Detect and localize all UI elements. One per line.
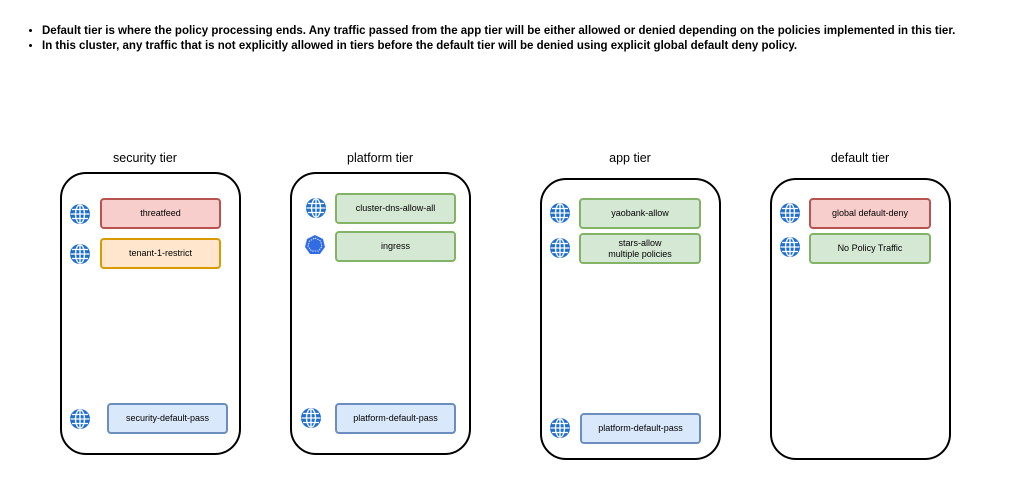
policy-global-default-deny[interactable]: global default-deny <box>809 198 931 229</box>
policy-platform-default-pass[interactable]: platform-default-pass <box>580 413 701 444</box>
tier-title-platform: platform tier <box>347 151 413 165</box>
globe-icon <box>300 407 322 429</box>
note-item: Default tier is where the policy process… <box>42 24 955 39</box>
policy-ingress[interactable]: ingress <box>335 231 456 262</box>
globe-icon <box>549 417 571 439</box>
globe-icon <box>779 202 801 224</box>
policy-no-policy-traffic[interactable]: No Policy Traffic <box>809 233 931 264</box>
globe-icon <box>69 243 91 265</box>
policy-yaobank-allow[interactable]: yaobank-allow <box>579 198 701 229</box>
globe-icon <box>549 237 571 259</box>
policy-stars-allow[interactable]: stars-allow multiple policies <box>579 233 701 264</box>
globe-icon <box>779 236 801 258</box>
tier-title-default: default tier <box>830 151 890 165</box>
notes-list: Default tier is where the policy process… <box>22 24 955 54</box>
policy-cluster-dns-allow-all[interactable]: cluster-dns-allow-all <box>335 193 456 224</box>
policy-platform-default-pass[interactable]: platform-default-pass <box>335 403 456 434</box>
globe-icon <box>305 197 327 219</box>
policy-threatfeed[interactable]: threatfeed <box>100 198 221 229</box>
globe-icon <box>69 203 91 225</box>
kubernetes-icon <box>304 234 326 256</box>
tier-title-app: app tier <box>609 151 651 165</box>
globe-icon <box>69 408 91 430</box>
tier-title-security: security tier <box>113 151 177 165</box>
policy-security-default-pass[interactable]: security-default-pass <box>107 403 228 434</box>
policy-tenant-1-restrict[interactable]: tenant-1-restrict <box>100 238 221 269</box>
globe-icon <box>549 202 571 224</box>
note-item: In this cluster, any traffic that is not… <box>42 39 955 54</box>
